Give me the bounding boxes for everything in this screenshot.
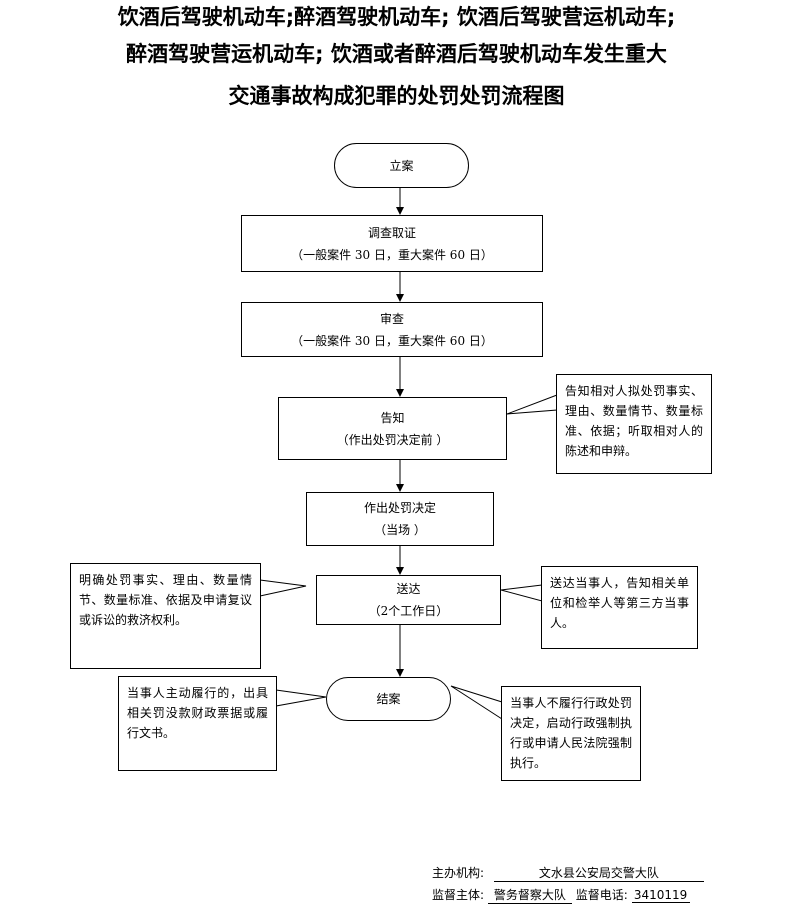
step-review-sub: （一般案件 30 日，重大案件 60 日） [291,333,493,348]
step-start-label: 立案 [389,158,414,173]
step-notify-title: 告知 [380,410,405,425]
step-start: 立案 [334,143,469,188]
step-decide-sub: （当场 ） [374,523,426,537]
note-close-right-text: 当事人不履行行政处罚决定，启动行政强制执行或申请人民法院强制执行。 [510,696,632,770]
step-investigate-sub: （一般案件 30 日，重大案件 60 日） [291,247,493,262]
step-review: 审查 （一般案件 30 日，重大案件 60 日） [241,302,543,357]
step-deliver: 送达 （2个工作日） [316,575,501,625]
footer-host-label: 主办机构: [432,866,485,880]
step-deliver-sub: （2个工作日） [368,604,449,618]
callout-pointer-close-left [275,689,327,707]
note-deliver-left: 明确处罚事实、理由、数量情节、数量标准、依据及申请复议或诉讼的救济权利。 [70,563,261,669]
footer-supervisor-label: 监督主体: [432,888,485,902]
step-decide: 作出处罚决定 （当场 ） [306,492,494,546]
step-decide-title: 作出处罚决定 [363,501,436,515]
footer-supervisor-value: 警务督察大队 [487,886,572,904]
footer-supervisor: 监督主体: 警务督察大队 监督电话: 3410119 [432,886,690,904]
note-close-left: 当事人主动履行的，出具相关罚没款财政票据或履行文书。 [118,676,277,771]
callout-pointer-close-right [450,685,503,720]
title-line-3: 交通事故构成犯罪的处罚处罚流程图 [228,84,565,108]
footer-host-value: 文水县公安局交警大队 [493,864,704,882]
footer-phone-label: 监督电话: [575,888,628,902]
step-close: 结案 [326,677,451,721]
note-deliver-right: 送达当事人，告知相关单位和检举人等第三方当事人。 [541,566,698,649]
step-review-title: 审查 [379,311,404,326]
note-deliver-left-text: 明确处罚事实、理由、数量情节、数量标准、依据及申请复议或诉讼的救济权利。 [79,573,252,627]
callout-pointer-notify [506,394,558,415]
step-investigate-title: 调查取证 [367,225,416,240]
note-close-right: 当事人不履行行政处罚决定，启动行政强制执行或申请人民法院强制执行。 [501,686,641,781]
step-notify-sub: （作出处罚决定前 ） [336,432,449,447]
note-notify: 告知相对人拟处罚事实、理由、数量情节、数量标准、依据；听取相对人的陈述和申辩。 [556,374,712,474]
callout-pointer-deliver-left [259,579,307,597]
step-close-label: 结案 [376,692,401,706]
note-notify-text: 告知相对人拟处罚事实、理由、数量情节、数量标准、依据；听取相对人的陈述和申辩。 [565,384,703,458]
step-investigate: 调查取证 （一般案件 30 日，重大案件 60 日） [241,215,543,272]
title-line-1: 饮酒后驾驶机动车;醉酒驾驶机动车; 饮酒后驾驶营运机动车; [117,5,676,29]
footer-host: 主办机构: 文水县公安局交警大队 [432,864,704,882]
title-line-2: 醉酒驾驶营运机动车; 饮酒或者醉酒后驾驶机动车发生重大 [126,42,667,66]
callout-pointer-deliver-right [500,584,543,602]
step-notify: 告知 （作出处罚决定前 ） [278,397,507,460]
note-close-left-text: 当事人主动履行的，出具相关罚没款财政票据或履行文书。 [127,686,268,740]
step-deliver-title: 送达 [396,582,421,596]
note-deliver-right-text: 送达当事人，告知相关单位和检举人等第三方当事人。 [550,576,689,630]
footer-phone-value: 3410119 [631,888,690,903]
